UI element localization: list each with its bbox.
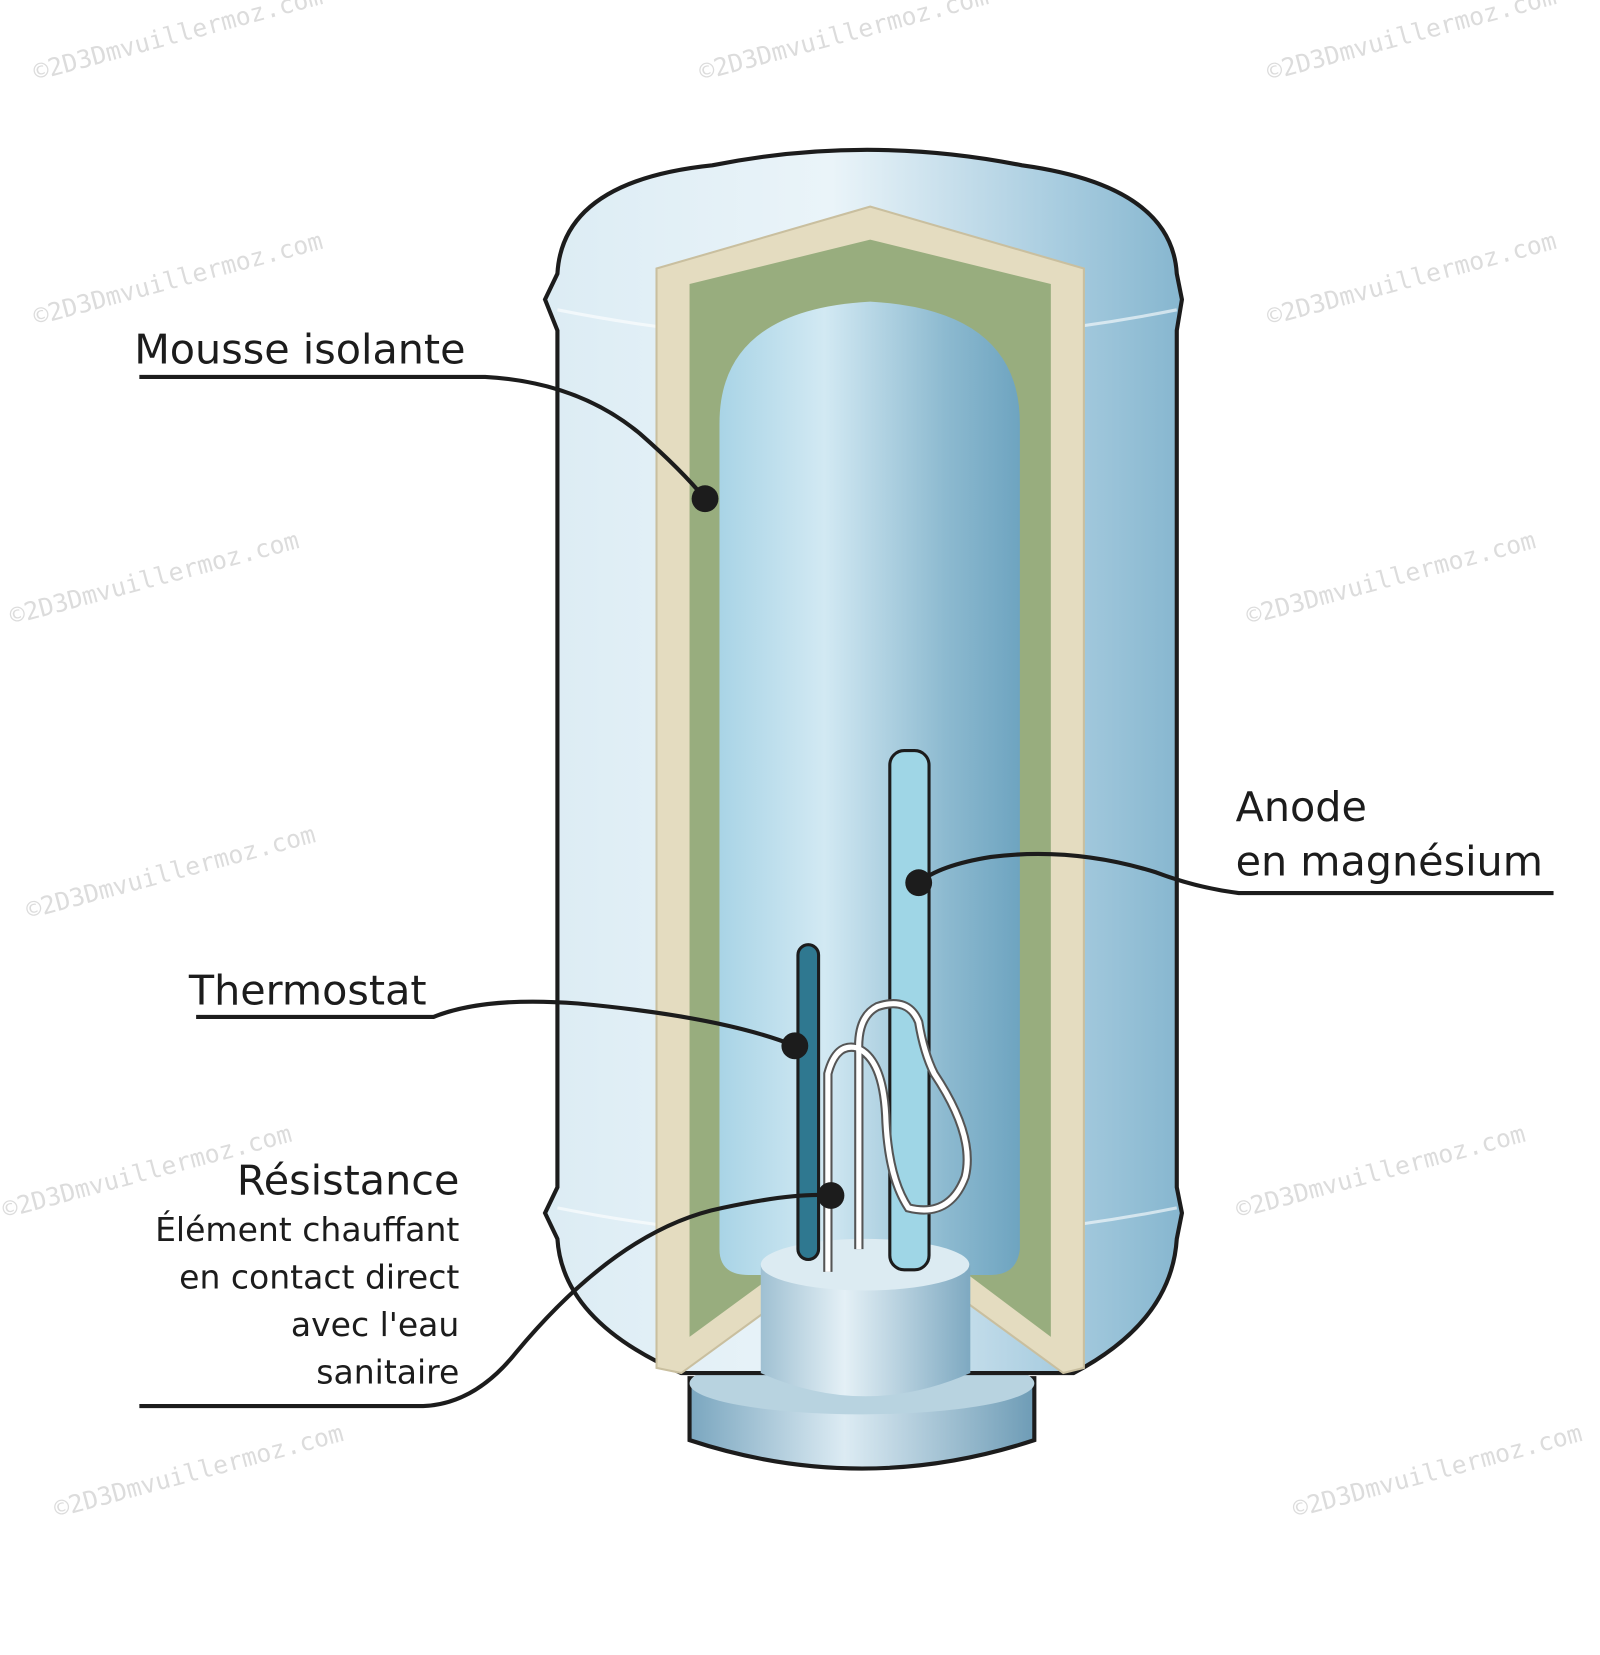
leader-dots bbox=[691, 485, 933, 1209]
watermark: ©2D3Dmvuillermoz.com bbox=[30, 0, 326, 86]
label-resistance-desc: en contact direct bbox=[179, 1257, 459, 1296]
dot-thermostat bbox=[781, 1032, 809, 1060]
watermark: ©2D3Dmvuillermoz.com bbox=[1233, 1119, 1529, 1224]
water-tank bbox=[719, 301, 1020, 1275]
label-resistance-title: Résistance bbox=[237, 1156, 459, 1204]
label-anode-line1: Anode bbox=[1236, 783, 1367, 831]
heating-element bbox=[823, 999, 972, 1272]
label-resistance-desc: sanitaire bbox=[316, 1352, 459, 1391]
label-resistance-desc: Élément chauffant bbox=[155, 1209, 459, 1249]
thermostat-rod bbox=[796, 943, 821, 1262]
leader-resistance bbox=[139, 1192, 832, 1409]
leader-insulation bbox=[139, 374, 707, 501]
dot-insulation bbox=[691, 485, 719, 513]
watermark: ©2D3Dmvuillermoz.com bbox=[1264, 0, 1560, 86]
label-resistance-desc: avec l'eau bbox=[291, 1305, 459, 1344]
label-insulation: Mousse isolante bbox=[134, 326, 465, 374]
label-thermostat: Thermostat bbox=[188, 967, 427, 1015]
leader-thermostat bbox=[196, 999, 796, 1048]
watermark: ©2D3Dmvuillermoz.com bbox=[51, 1418, 347, 1523]
dot-resistance bbox=[817, 1182, 845, 1209]
watermark: ©2D3Dmvuillermoz.com bbox=[696, 0, 992, 86]
watermark: ©2D3Dmvuillermoz.com bbox=[1243, 525, 1539, 630]
dot-anode bbox=[905, 869, 933, 897]
watermark: ©2D3Dmvuillermoz.com bbox=[1264, 226, 1560, 331]
leader-lines bbox=[139, 374, 1554, 1409]
watermark: ©2D3Dmvuillermoz.com bbox=[1290, 1418, 1586, 1523]
watermark: ©2D3Dmvuillermoz.com bbox=[30, 226, 326, 331]
label-anode-line2: en magnésium bbox=[1236, 837, 1543, 885]
leader-anode bbox=[917, 851, 1554, 896]
watermark: ©2D3Dmvuillermoz.com bbox=[6, 525, 302, 630]
watermark: ©2D3Dmvuillermoz.com bbox=[23, 819, 319, 924]
heater-flange bbox=[760, 1238, 971, 1397]
